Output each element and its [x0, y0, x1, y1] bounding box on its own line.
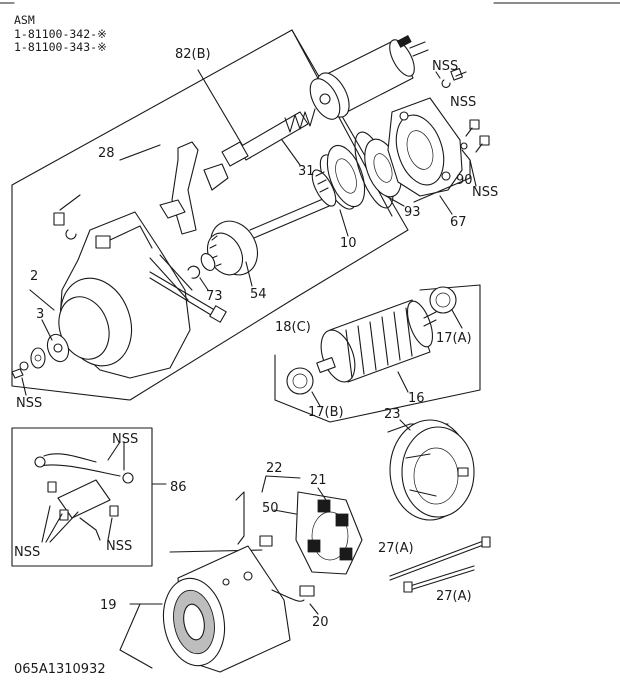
bearing-17b — [286, 367, 314, 395]
leader-3 — [41, 319, 53, 341]
leader-31 — [281, 139, 301, 166]
leader-93 — [385, 195, 405, 207]
label-27a-2: 27(A) — [436, 589, 472, 604]
label-16: 16 — [408, 391, 425, 406]
label-23: 23 — [384, 407, 401, 422]
leader-21 — [317, 487, 327, 501]
leader-73 — [199, 277, 209, 291]
label-nss-top-1: NSS — [432, 59, 458, 74]
label-nss-top-2: NSS — [450, 95, 476, 110]
leader-20 — [309, 603, 319, 615]
shift-lever — [159, 141, 229, 235]
snap-ring — [187, 265, 201, 279]
label-nss-box-2: NSS — [14, 545, 40, 560]
screws-top-right — [441, 67, 490, 153]
leader-67 — [439, 195, 453, 215]
label-nss-box-1: NSS — [112, 432, 138, 447]
label-90: 90 — [456, 173, 473, 188]
drive-housing — [58, 211, 193, 379]
label-nss-left: NSS — [16, 396, 42, 411]
gear-housing-67 — [387, 97, 463, 197]
bearing-17a — [429, 286, 457, 314]
label-93: 93 — [404, 205, 421, 220]
pinion-clutch — [200, 220, 259, 276]
label-54: 54 — [250, 287, 267, 302]
label-19: 19 — [100, 598, 117, 613]
label-17b: 17(B) — [308, 405, 344, 420]
label-3: 3 — [36, 307, 44, 322]
leader-50 — [273, 509, 297, 515]
yoke-field-19 — [119, 491, 315, 673]
label-nss-top-3: NSS — [472, 185, 498, 200]
label-2: 2 — [30, 269, 38, 284]
leader-17a — [451, 309, 463, 329]
label-21: 21 — [310, 473, 327, 488]
label-17a: 17(A) — [436, 331, 472, 346]
leader-23 — [399, 419, 411, 431]
lever-pin-nut — [53, 194, 81, 240]
through-bolt-73 — [149, 271, 227, 323]
label-73: 73 — [206, 289, 223, 304]
leader-54 — [245, 261, 253, 287]
internal-gear — [326, 144, 366, 208]
label-31: 31 — [298, 164, 315, 179]
header-part-1: 1-81100-342-※ — [14, 27, 107, 41]
bracket-90 — [413, 149, 471, 203]
leader-17b — [311, 391, 321, 407]
label-67: 67 — [450, 215, 467, 230]
label-nss-box-3: NSS — [106, 539, 132, 554]
label-82b: 82(B) — [175, 47, 211, 62]
label-18c: 18(C) — [275, 320, 311, 335]
label-20: 20 — [312, 615, 329, 630]
label-50: 50 — [262, 501, 279, 516]
header-part-2: 1-81100-343-※ — [14, 40, 107, 54]
rear-cover-23 — [387, 419, 475, 521]
leader-nss-3 — [469, 159, 477, 187]
label-86: 86 — [170, 480, 187, 495]
solenoid-switch — [309, 34, 429, 120]
label-22: 22 — [266, 461, 283, 476]
plunger-spring — [221, 108, 316, 167]
footer-code: 065A1310932 — [14, 662, 106, 677]
armature-frame — [274, 284, 481, 423]
armature-16 — [316, 299, 437, 383]
label-10: 10 — [340, 236, 357, 251]
label-28: 28 — [98, 146, 115, 161]
header-asm: ASM — [14, 13, 35, 27]
brush-holder-22 — [261, 475, 363, 575]
leader-16 — [397, 371, 409, 393]
leader-nss-left — [21, 377, 27, 396]
cable-kit-box — [11, 427, 167, 567]
label-27a-1: 27(A) — [378, 541, 414, 556]
leader-nss-1 — [435, 71, 441, 79]
front-bushing — [11, 333, 70, 379]
leader-28 — [119, 144, 161, 161]
leader-10 — [339, 209, 349, 237]
leader-2 — [29, 289, 55, 311]
tie-bolts-27a — [389, 536, 491, 593]
